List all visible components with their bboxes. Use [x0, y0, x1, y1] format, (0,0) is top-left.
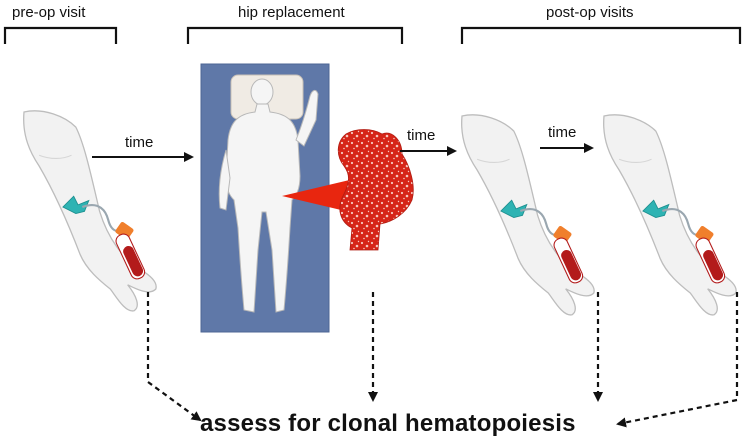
- zoom-wedge-icon: [282, 178, 358, 214]
- arm-blood-draw-icon: [460, 113, 596, 317]
- femur-bone-icon: [337, 129, 414, 251]
- section-label-pre-op: pre-op visit: [12, 4, 86, 21]
- time-label-3: time: [548, 124, 577, 141]
- patient-body-icon: [218, 78, 319, 313]
- bracket-hip-replacement: [186, 26, 404, 44]
- bracket-pre-op: [3, 26, 118, 44]
- section-label-post-op: post-op visits: [546, 4, 634, 21]
- arm-blood-draw-icon: [602, 113, 738, 317]
- time-label-1: time: [125, 134, 154, 151]
- dashed-arrow-pre-op: [146, 292, 202, 422]
- conclusion-label: assess for clonal hematopoiesis: [200, 410, 576, 437]
- bracket-post-op: [460, 26, 742, 44]
- section-label-hip-replacement: hip replacement: [238, 4, 345, 21]
- time-label-2: time: [407, 127, 436, 144]
- dashed-arrow-post-op-2: [616, 292, 739, 428]
